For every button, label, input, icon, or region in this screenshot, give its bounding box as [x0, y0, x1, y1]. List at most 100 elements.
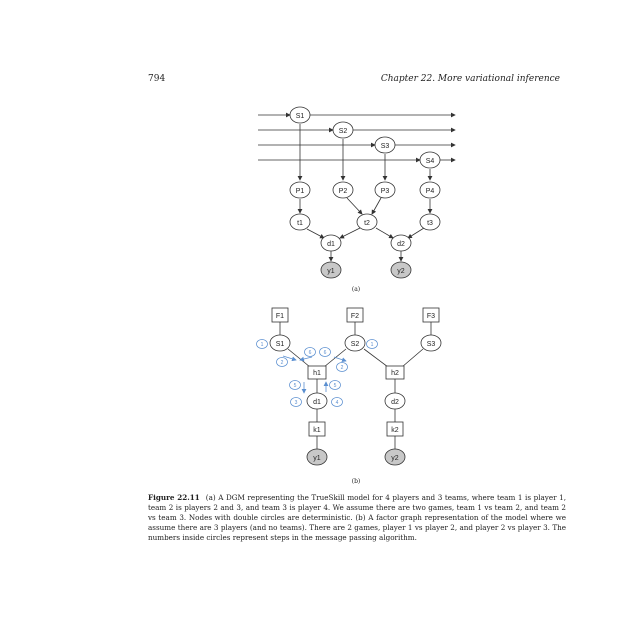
step-circle: [331, 397, 343, 407]
node-d1: [320, 234, 342, 252]
node-y1: [320, 261, 342, 279]
figure-caption: Figure 22.11(a) A DGM representing the T…: [148, 493, 566, 543]
edge: [401, 348, 424, 368]
label-f2: F2: [351, 313, 359, 320]
step-circle: [276, 357, 288, 367]
node-d2: [384, 392, 406, 410]
label-s4: S4: [426, 158, 435, 165]
step-circle: [336, 362, 348, 372]
node-s2: [332, 121, 354, 139]
factor-k2: [386, 421, 404, 437]
label-t2: t2: [364, 220, 370, 227]
step-label: 4: [336, 400, 339, 406]
edge: [339, 227, 361, 239]
edge: [306, 228, 325, 239]
label-p1: P1: [296, 188, 305, 195]
figure-b-labels: F1 F2 F3 S1 S2 S3 h1 h2 d1 d2 k1 k2 y1 y…: [276, 313, 436, 462]
step-label: 5: [334, 383, 337, 389]
step-label: 1: [371, 342, 374, 348]
label-d1: d1: [313, 399, 321, 406]
node-p2: [332, 181, 354, 199]
label-d2: d2: [397, 241, 405, 248]
label-y2: y2: [391, 455, 399, 462]
node-t1: [289, 213, 311, 231]
message-arrows: [282, 355, 347, 394]
label-s1: S1: [296, 113, 305, 120]
step-label: 5: [294, 383, 297, 389]
figure-b-nodes: [269, 307, 442, 466]
figure-a-nodes: [289, 106, 441, 279]
node-s1: [269, 334, 291, 352]
factor-h2: [385, 365, 405, 380]
subfigure-label-a: (a): [351, 286, 361, 293]
label-y1: y1: [313, 455, 321, 462]
factor-f3: [422, 307, 440, 323]
step-circles: [256, 339, 378, 407]
edge: [407, 227, 425, 239]
node-y2: [384, 448, 406, 466]
factor-k1: [308, 421, 326, 437]
edge: [375, 227, 394, 239]
node-s4: [419, 151, 441, 169]
node-t2: [356, 213, 378, 231]
label-d2: d2: [391, 399, 399, 406]
edge: [371, 197, 382, 215]
edge: [323, 348, 347, 368]
message-arrow: [282, 355, 297, 362]
step-circle: [319, 347, 331, 357]
node-y1: [306, 448, 328, 466]
label-h1: h1: [313, 370, 321, 377]
caption-label: Figure 22.11: [148, 493, 200, 502]
label-y2: y2: [397, 268, 405, 275]
label-p4: P4: [426, 188, 435, 195]
node-s2: [344, 334, 366, 352]
step-circle: [304, 347, 316, 357]
edge: [346, 197, 363, 215]
subfigure-label-b: (b): [351, 478, 361, 485]
figure-a-labels: S1 S2 S3 S4 P1 P2 P3 P4 t1 t2 t3 d1 d2 y…: [296, 113, 435, 275]
label-y1: y1: [327, 268, 335, 275]
node-p4: [419, 181, 441, 199]
node-d1: [306, 392, 328, 410]
node-t3: [419, 213, 441, 231]
chapter-title: Chapter 22. More variational inference: [380, 74, 560, 84]
step-circle: [256, 339, 268, 349]
figure-b-edges: [279, 322, 432, 449]
step-label: 6: [324, 350, 327, 356]
label-s2: S2: [339, 128, 348, 135]
label-s1: S1: [276, 341, 285, 348]
message-arrow: [299, 356, 313, 362]
step-circle: [289, 380, 301, 390]
edge: [287, 348, 311, 368]
label-t3: t3: [427, 220, 433, 227]
label-f3: F3: [427, 313, 435, 320]
label-t1: t1: [297, 220, 303, 227]
factor-f2: [346, 307, 364, 323]
node-p1: [289, 181, 311, 199]
message-arrow: [333, 356, 347, 363]
step-circle: [329, 380, 341, 390]
factor-f1: [271, 307, 289, 323]
step-label: 6: [309, 350, 312, 356]
label-p3: P3: [381, 188, 390, 195]
label-h2: h2: [391, 370, 399, 377]
label-d1: d1: [327, 241, 335, 248]
step-label: 1: [261, 342, 264, 348]
node-s1: [289, 106, 311, 124]
factor-h1: [307, 365, 327, 380]
step-label: 2: [341, 365, 344, 371]
label-f1: F1: [276, 313, 284, 320]
label-k1: k1: [313, 427, 321, 434]
label-s3: S3: [381, 143, 390, 150]
node-y2: [390, 261, 412, 279]
node-p3: [374, 181, 396, 199]
step-labels: 1 1 2 2 6 6 5 5 3 4: [261, 342, 374, 406]
step-label: 3: [295, 400, 298, 406]
node-s3: [374, 136, 396, 154]
figure-a: [258, 112, 456, 262]
step-label: 2: [281, 360, 284, 366]
label-k2: k2: [391, 427, 399, 434]
node-d2: [390, 234, 412, 252]
step-circle: [366, 339, 378, 349]
